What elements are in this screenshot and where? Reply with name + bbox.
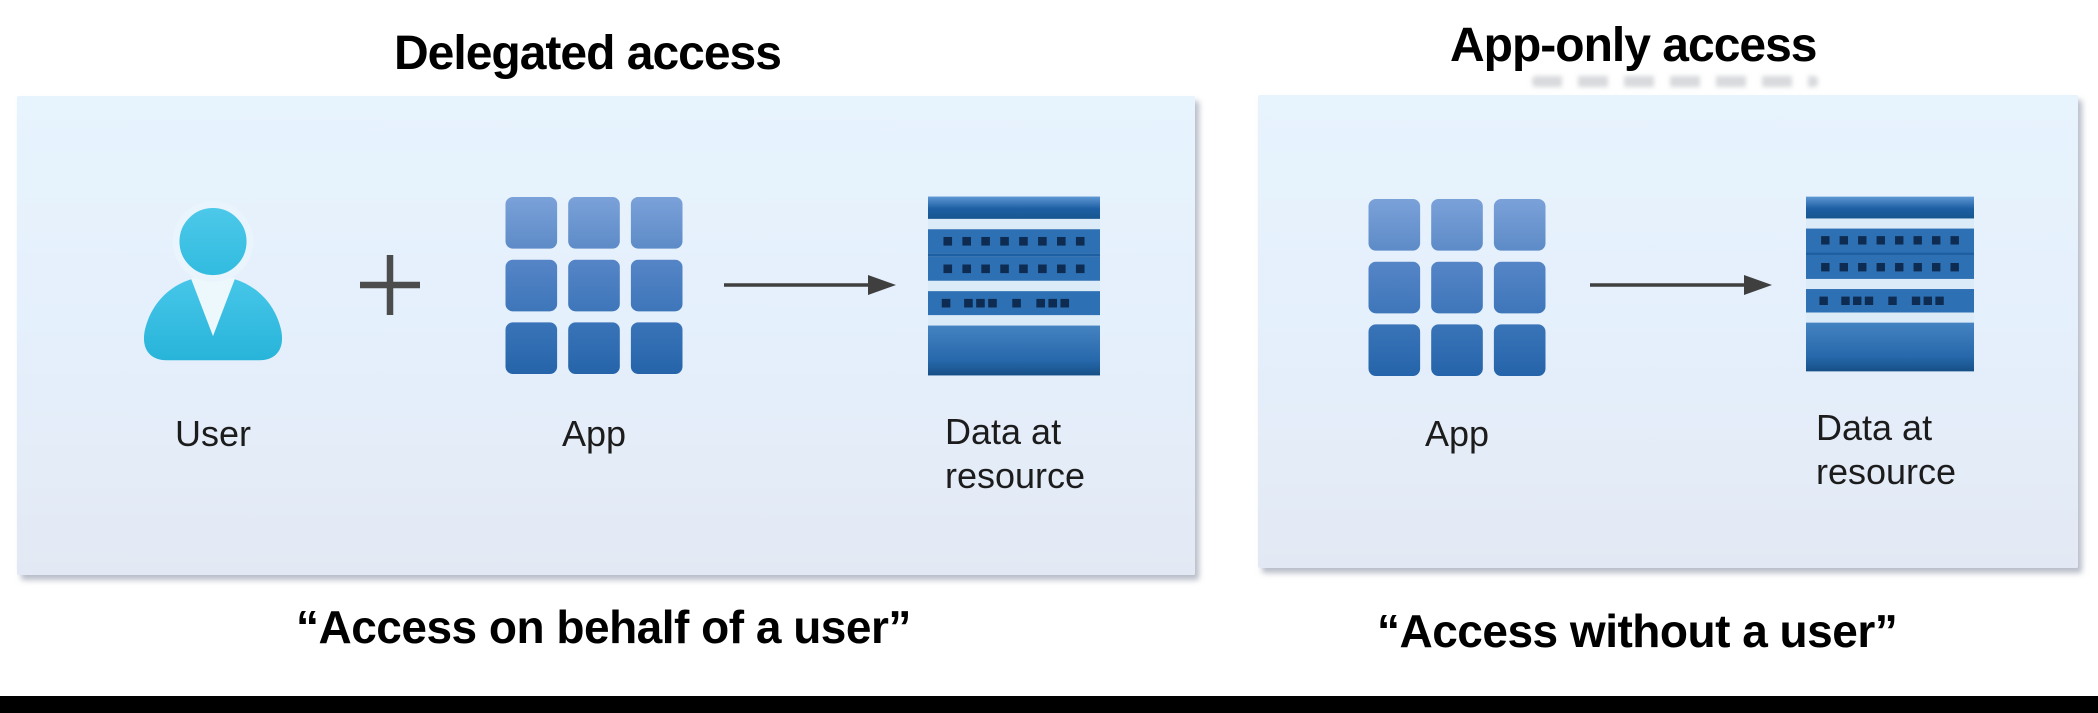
data-resource-icon-left bbox=[928, 196, 1100, 376]
arrow-right-icon-right bbox=[1588, 271, 1774, 299]
user-label: User bbox=[174, 413, 251, 454]
data-at-resource-label-line1: Data at bbox=[945, 411, 1062, 452]
app-label-left: App bbox=[561, 413, 627, 454]
bottom-black-bar bbox=[0, 696, 2098, 713]
app-grid-icon-right bbox=[1368, 199, 1546, 376]
plus-icon bbox=[357, 252, 423, 318]
delegated-access-caption: “Access on behalf of a user” bbox=[296, 601, 911, 653]
delegated-access-title: Delegated access bbox=[394, 27, 782, 80]
data-at-resource-label-line2: resource bbox=[945, 455, 1086, 496]
app-only-access-title: App-only access bbox=[1450, 19, 1817, 72]
app-only-access-caption: “Access without a user” bbox=[1377, 605, 1898, 657]
data-at-resource-label-line2: resource bbox=[1816, 451, 1957, 492]
app-grid-icon-left bbox=[505, 197, 683, 374]
data-resource-icon-right bbox=[1806, 196, 1974, 372]
data-at-resource-label-line1: Data at bbox=[1816, 407, 1933, 448]
erased-text-smudge bbox=[1532, 76, 1818, 87]
app-label-right: App bbox=[1424, 413, 1490, 454]
user-icon bbox=[127, 192, 299, 384]
arrow-right-icon-left bbox=[722, 271, 898, 299]
